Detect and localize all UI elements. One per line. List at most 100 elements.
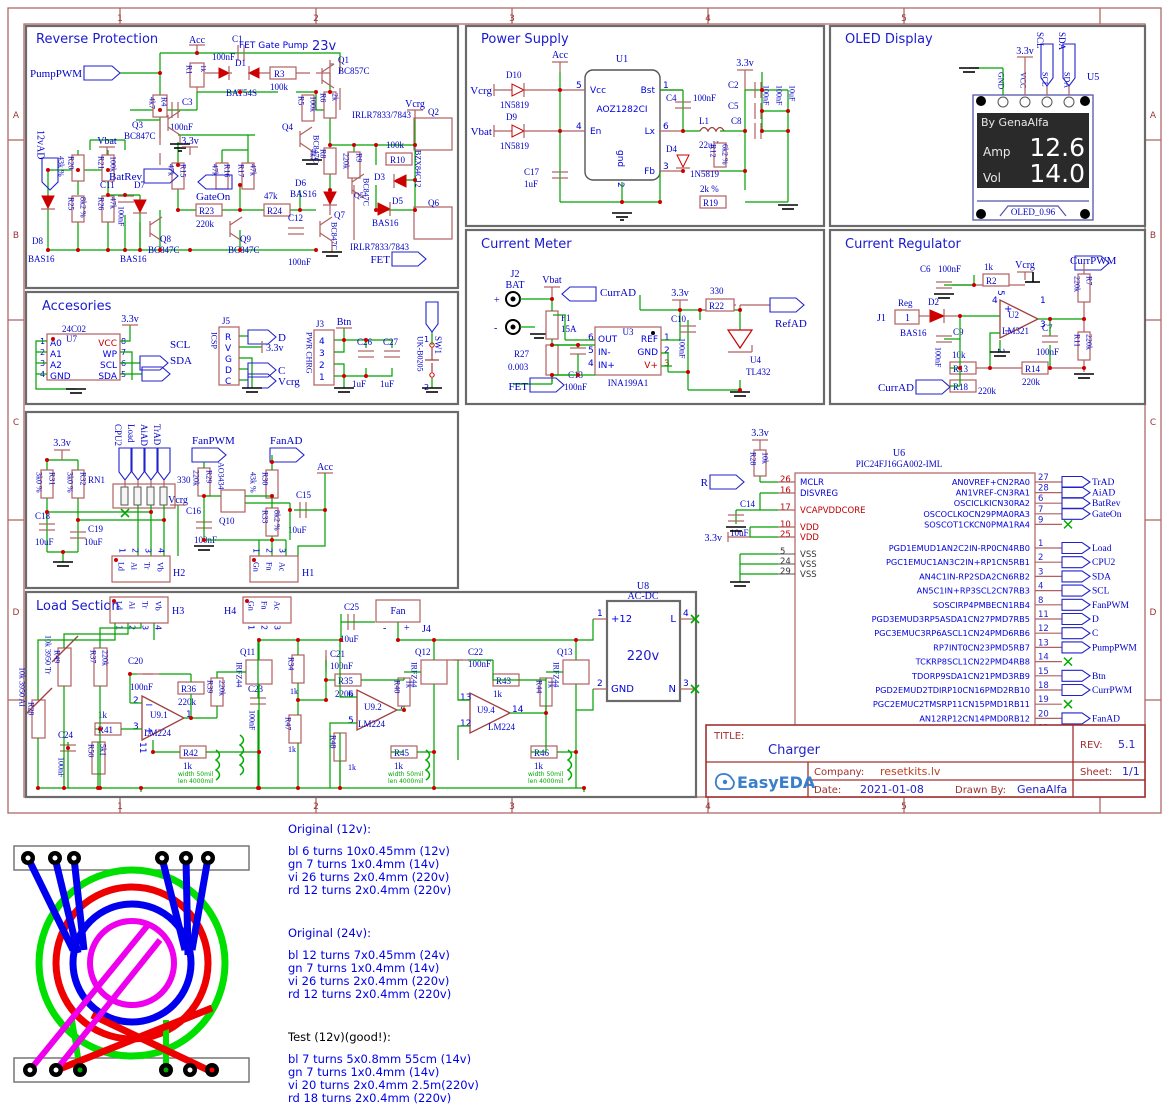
trace-note-1b: len 4000mil bbox=[178, 778, 214, 785]
rn1-body bbox=[112, 483, 176, 509]
ref-c15: C15 bbox=[296, 490, 312, 500]
ref-h3: H3 bbox=[172, 606, 184, 617]
ic-u8-body bbox=[605, 599, 682, 703]
val-q1: BC857C bbox=[338, 66, 370, 76]
pin-u3-inplus: IN+ bbox=[598, 361, 615, 371]
label-aiad: AiAD bbox=[139, 424, 149, 446]
ref-d8: D8 bbox=[32, 236, 43, 246]
pin-u7-gnd: GND bbox=[50, 372, 71, 382]
val-c2: 100nF bbox=[762, 85, 771, 106]
opamp-u91-body bbox=[141, 694, 186, 742]
label-33v-mcu-vdd: 3.3v bbox=[705, 533, 723, 544]
h4-pin-1: 1 bbox=[247, 625, 256, 630]
val-u4: TL432 bbox=[746, 367, 771, 377]
frame-row-c: C bbox=[13, 418, 19, 428]
j1-name: Reg bbox=[898, 298, 913, 308]
oled-part-label: OLED_0.96 bbox=[1011, 207, 1056, 217]
oled-vol-label: Vol bbox=[983, 171, 1001, 185]
val-r2: 1k bbox=[984, 262, 994, 272]
ref-c6: C6 bbox=[920, 264, 931, 274]
u91-minus: − bbox=[145, 700, 153, 711]
part-r28-thermistor: R28 10k 3950 Ai bbox=[18, 667, 53, 739]
label-acc-sensors: Acc bbox=[317, 462, 334, 473]
ref-c18: C18 bbox=[35, 511, 51, 521]
part-c19: C19 10uF bbox=[70, 524, 104, 547]
winding-terminals-bottom bbox=[23, 1063, 219, 1077]
mcu-net-port-aiad bbox=[1061, 486, 1091, 499]
date-value: 2021-01-08 bbox=[860, 783, 924, 796]
label-batrev: BatRev bbox=[109, 171, 142, 183]
trace-note-1a: width 50mil bbox=[178, 771, 214, 778]
mcu-pin-label-7: OSCOCLKOCN29PMA0RA3 bbox=[923, 509, 1030, 519]
h3-label-tr: Tr bbox=[141, 601, 150, 609]
ref-r46: R46 bbox=[534, 748, 550, 758]
ref-j2: J2 bbox=[511, 269, 520, 280]
val-c19: 10uF bbox=[84, 537, 103, 547]
net-port-scl-oled: SCL bbox=[1035, 32, 1054, 87]
net-port-trad-sensors: TrAD bbox=[152, 424, 171, 481]
h3-label-ai: Ai bbox=[128, 601, 137, 610]
u92-pinnum-6: 6 bbox=[348, 690, 354, 700]
mcu-pin-number-20: 20 bbox=[1038, 709, 1049, 719]
ref-r43: R41 bbox=[98, 725, 113, 735]
ref-c11: C11 bbox=[100, 180, 115, 190]
part-q5: Q5 BC847C bbox=[351, 173, 371, 206]
val-r1: 1k bbox=[199, 65, 207, 73]
ref-c27: C27 bbox=[383, 337, 399, 347]
ref-r10: R8 bbox=[319, 149, 328, 158]
val-d2: BAS16 bbox=[900, 328, 927, 338]
notes-line-0-2: vi 26 turns 2x0.4mm (220v) bbox=[288, 870, 449, 884]
pin-u1-bst: Bst bbox=[641, 86, 656, 96]
label-sda-acc: SDA bbox=[170, 355, 192, 367]
mcu-net-port-scl bbox=[1061, 584, 1091, 597]
val-c25: 10uF bbox=[340, 634, 359, 644]
title-current-regulator: Current Regulator bbox=[845, 237, 962, 252]
net-port-currad-cm: CurrAD bbox=[561, 286, 636, 302]
val-r7: 220k bbox=[1073, 276, 1082, 292]
ref-r27: R27 bbox=[514, 349, 530, 359]
mcu-pin-number-4: 4 bbox=[1038, 582, 1043, 592]
part-r23: R23 220k bbox=[195, 203, 223, 229]
part-r3: R3 100k bbox=[269, 66, 297, 92]
ref-u1: U1 bbox=[616, 54, 628, 65]
sheet-value: 1/1 bbox=[1122, 765, 1140, 778]
part-r39: R37 220k bbox=[89, 647, 110, 687]
block-current-meter: Current Meter U3 INA199A1 OUT IN- IN+ RE… bbox=[481, 237, 807, 397]
h1-label-gn: Gn bbox=[252, 562, 261, 572]
u91-pinnum-3: 3 bbox=[133, 722, 139, 732]
ref-f1: F1 bbox=[561, 313, 571, 323]
ref-r4: R4 bbox=[160, 97, 169, 106]
j2-minus: - bbox=[494, 323, 497, 334]
ref-r12: R12 bbox=[709, 144, 718, 157]
part-r5: R5 100k bbox=[297, 94, 318, 122]
part-q9: Q9 BC847C bbox=[228, 216, 260, 255]
val-q7: BC847C bbox=[330, 222, 339, 250]
u92-pinnum-7: 7 bbox=[399, 702, 405, 712]
notes-heading-0: Original (12v): bbox=[288, 822, 371, 836]
val-r10: 4k7 bbox=[309, 149, 318, 161]
val-d5: BAS16 bbox=[290, 189, 317, 199]
ref-r50: R50 bbox=[87, 744, 96, 757]
ref-r1: R1 bbox=[185, 65, 194, 74]
ref-q4: Q4 bbox=[282, 122, 293, 132]
notes-line-1-2: vi 26 turns 2x0.4mm (220v) bbox=[288, 974, 449, 988]
val-q12: IRFZ44 bbox=[410, 662, 419, 687]
ref-r25: R25 bbox=[67, 197, 76, 210]
name-pwr-chrg: PWR CHRG bbox=[305, 332, 314, 374]
u8-pin-p12: +12 bbox=[611, 614, 632, 625]
pinnum-24: 24 bbox=[780, 557, 791, 567]
h2-label-ai: Ai bbox=[130, 562, 139, 571]
pin-u1-gnd: gnd bbox=[615, 150, 625, 167]
ref-r15: R15 bbox=[179, 164, 188, 177]
ref-c5: C5 bbox=[728, 101, 739, 111]
trace-note-3a: width 50mil bbox=[528, 771, 564, 778]
mcu-pin-number-27: 27 bbox=[1038, 473, 1049, 483]
label-vcrg-cr: Vcrg bbox=[1015, 260, 1035, 271]
ref-c8: C8 bbox=[731, 116, 742, 126]
u8-pin-gnd: GND bbox=[611, 684, 634, 695]
net-port-r-mcu: R bbox=[701, 474, 745, 490]
mcu-net-label-scl: SCL bbox=[1092, 587, 1110, 597]
val-c11: 100nF bbox=[117, 206, 126, 227]
ref-c2: C2 bbox=[728, 80, 739, 90]
part-q2: IRLR7833/7843 Q2 bbox=[352, 107, 453, 151]
